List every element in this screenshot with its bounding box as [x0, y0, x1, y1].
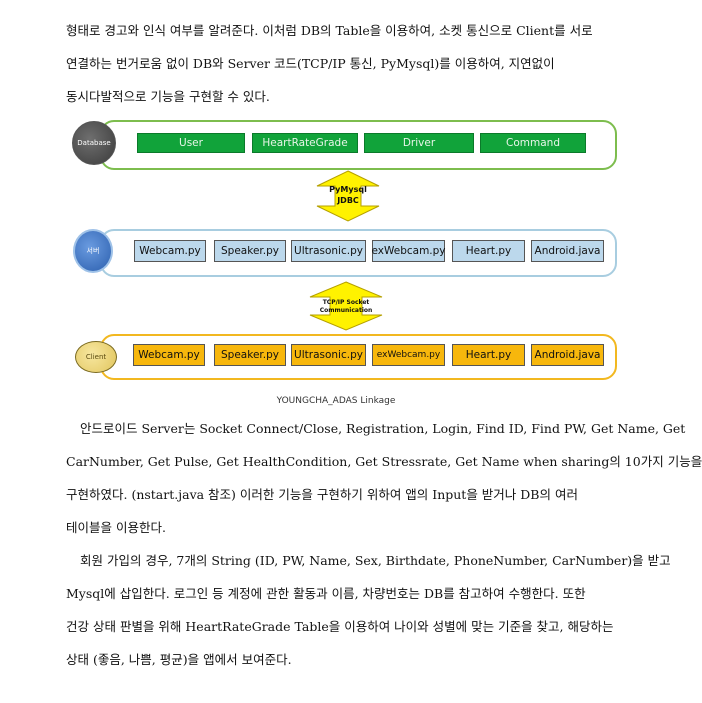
server-file-exwebcam: exWebcam.py	[371, 240, 446, 262]
db-table-command: Command	[480, 133, 586, 153]
server-icon-label: 서버	[86, 247, 100, 255]
client-icon-label: Client	[85, 353, 107, 361]
server-file-webcam: Webcam.py	[134, 240, 206, 262]
text-line: 안드로이드 Server는 Socket Connect/Close, Regi…	[80, 421, 686, 436]
text-line: 건강 상태 판별을 위해 HeartRateGrade Table을 이용하여 …	[66, 619, 614, 634]
text-line: 테이블을 이용한다.	[66, 520, 166, 535]
database-icon: Database	[72, 121, 116, 165]
arrow-label-line: TCP/IP Socket	[322, 299, 370, 306]
database-icon-label: Database	[77, 139, 111, 147]
intro-paragraph: 형태로 경고와 인식 여부를 알려준다. 이처럼 DB의 Table을 이용하여…	[66, 14, 626, 113]
client-icon: Client	[75, 341, 117, 373]
text-line: 회원 가입의 경우, 7개의 String (ID, PW, Name, Sex…	[80, 553, 671, 568]
db-table-user: User	[137, 133, 245, 153]
client-file-speaker: Speaker.py	[214, 344, 286, 366]
client-file-webcam: Webcam.py	[133, 344, 205, 366]
client-file-android: Android.java	[531, 344, 604, 366]
diagram-caption: YOUNGCHA_ADAS Linkage	[276, 396, 396, 406]
server-file-speaker: Speaker.py	[214, 240, 286, 262]
client-file-exwebcam: exWebcam.py	[372, 344, 445, 366]
double-arrow-icon	[309, 281, 383, 331]
server-functions-paragraph: 안드로이드 Server는 Socket Connect/Close, Regi…	[66, 412, 702, 544]
server-file-heart: Heart.py	[452, 240, 525, 262]
text-line: 형태로 경고와 인식 여부를 알려준다. 이처럼 DB의 Table을 이용하여…	[66, 23, 593, 38]
server-file-ultrasonic: Ultrasonic.py	[291, 240, 366, 262]
client-file-heart: Heart.py	[452, 344, 525, 366]
text-line: 동시다발적으로 기능을 구현할 수 있다.	[66, 89, 270, 104]
server-file-android: Android.java	[531, 240, 604, 262]
db-table-driver: Driver	[364, 133, 474, 153]
tcp-ip-label: TCP/IP Socket Communication	[310, 299, 382, 315]
text-line: Mysql에 삽입한다. 로그인 등 계정에 관한 활동과 이름, 차량번호는 …	[66, 586, 586, 601]
pymysql-label: PyMysql JDBC	[318, 184, 378, 206]
server-icon: 서버	[73, 229, 113, 273]
arrow-label-line: Communication	[319, 307, 373, 314]
text-line: CarNumber, Get Pulse, Get HealthConditio…	[66, 454, 702, 469]
arrow-label-line: PyMysql	[329, 185, 367, 194]
text-line: 상태 (좋음, 나쁨, 평균)을 앱에서 보여준다.	[66, 652, 292, 667]
double-arrow-icon	[316, 170, 380, 222]
text-line: 연결하는 번거로움 없이 DB와 Server 코드(TCP/IP 통신, Py…	[66, 56, 555, 71]
text-line: 구현하였다. (nstart.java 참조) 이러한 기능을 구현하기 위하여…	[66, 487, 578, 502]
db-table-heartrategrade: HeartRateGrade	[252, 133, 358, 153]
arrow-label-line: JDBC	[337, 196, 359, 205]
registration-paragraph: 회원 가입의 경우, 7개의 String (ID, PW, Name, Sex…	[66, 544, 671, 676]
client-file-ultrasonic: Ultrasonic.py	[291, 344, 366, 366]
